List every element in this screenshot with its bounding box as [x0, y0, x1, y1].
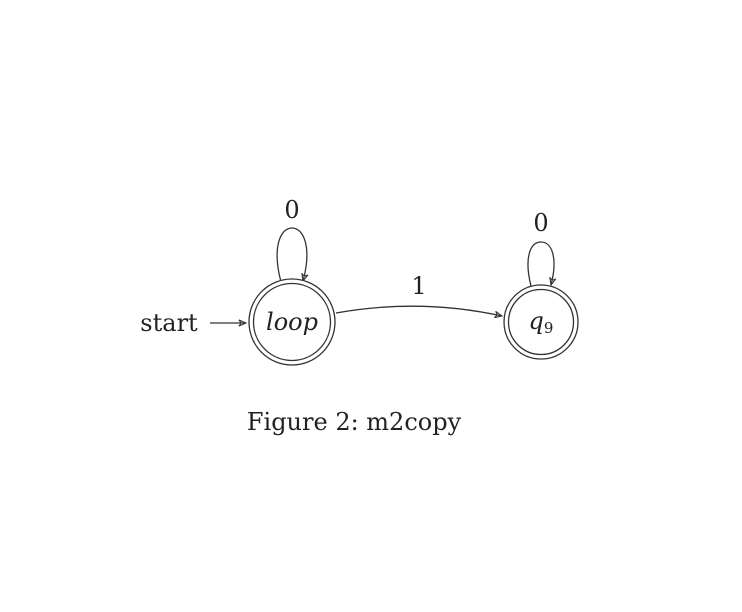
figure-caption: Figure 2: m2copy: [247, 408, 462, 436]
self-loop-label-q9: 0: [533, 209, 548, 237]
self-loop-label-loop: 0: [284, 196, 299, 224]
state-q9-label-main: q: [529, 307, 544, 335]
state-loop: loop: [248, 278, 336, 366]
state-loop-label: loop: [266, 308, 318, 336]
start-label: start: [140, 309, 198, 337]
state-q9-label: q9: [529, 307, 554, 337]
self-loop-edge-loop: [276, 227, 307, 282]
state-q9-label-subscript: 9: [544, 319, 554, 337]
self-loop-edge-q9: [527, 241, 554, 286]
transition-edge-loop-q9: [335, 305, 502, 316]
transition-label-loop-q9: 1: [411, 272, 426, 300]
state-q9-inner-ring: [507, 288, 575, 356]
state-loop-inner-ring: [252, 282, 332, 362]
state-q9: q9: [503, 284, 579, 360]
